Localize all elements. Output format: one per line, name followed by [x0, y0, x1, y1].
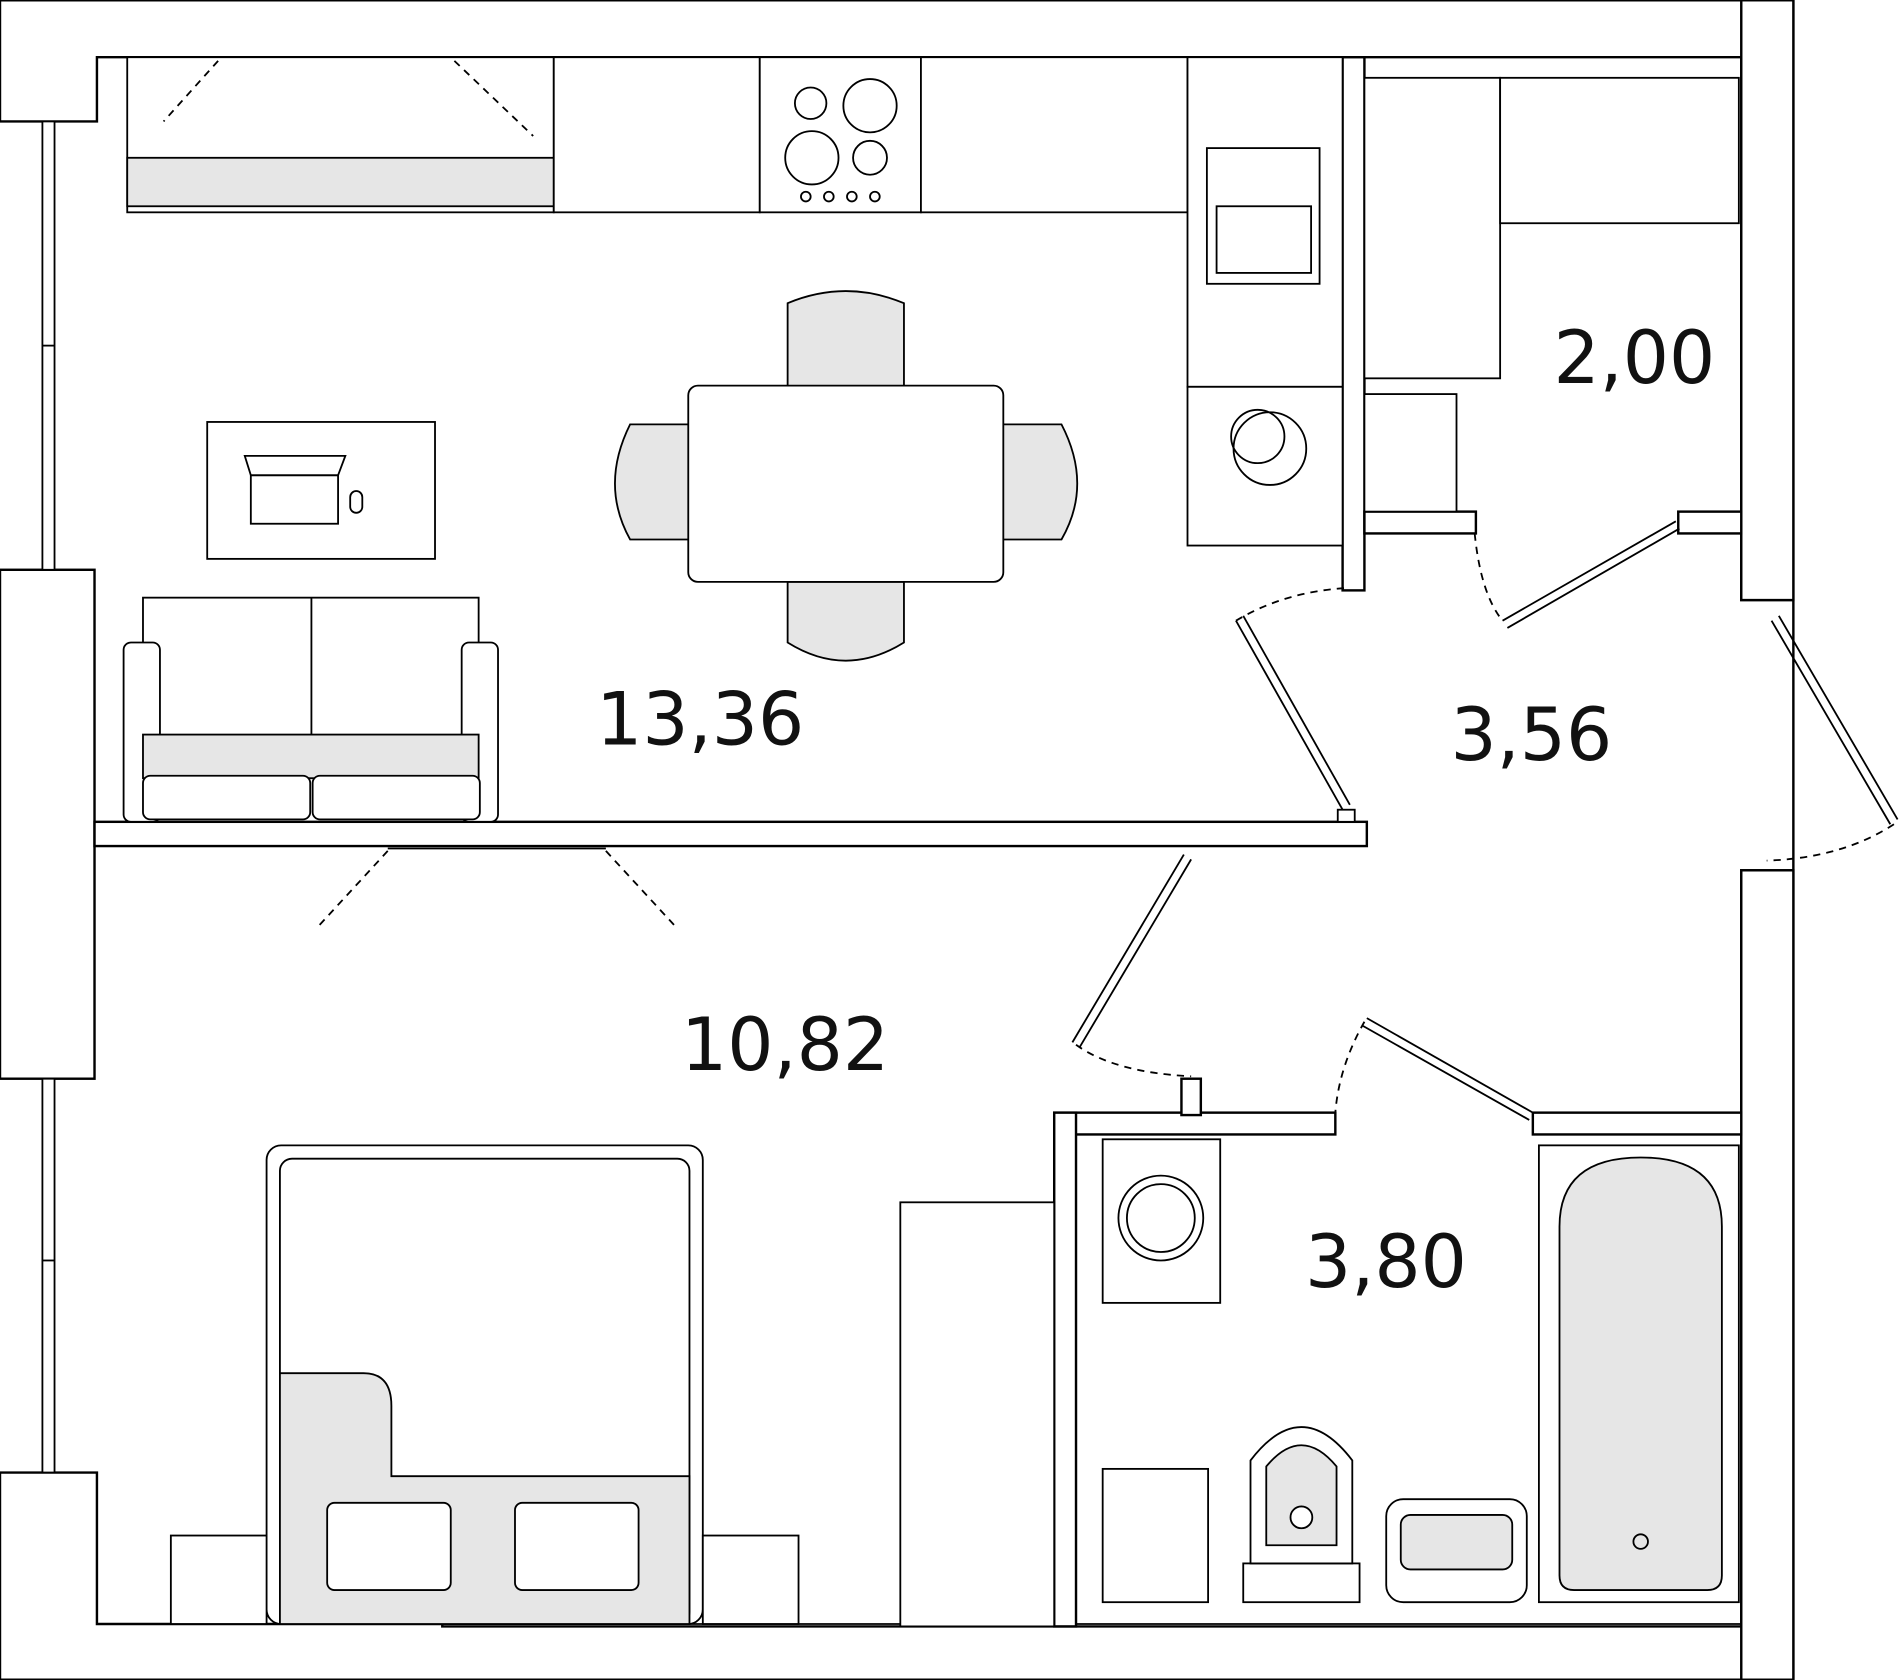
- area-label-kitchen-living: 13,36: [596, 678, 804, 762]
- area-label-bathroom: 3,80: [1305, 1221, 1467, 1305]
- storage-shelves: [899, 76, 1740, 1628]
- interior-walls: [93, 56, 1743, 1628]
- desk: [206, 421, 436, 560]
- kitchen-counter: [126, 56, 1344, 547]
- bed: [169, 1144, 800, 1625]
- dining-set: [614, 290, 1079, 662]
- bathroom-fixtures: [1101, 1138, 1740, 1604]
- tv-stand: [316, 847, 677, 928]
- sofa: [122, 596, 499, 823]
- doors: [1071, 520, 1899, 1121]
- area-label-bedroom: 10,82: [681, 1004, 889, 1088]
- area-label-hallway: 3,56: [1450, 694, 1612, 778]
- windows: [41, 120, 56, 1474]
- area-label-wardrobe: 2,00: [1553, 317, 1715, 401]
